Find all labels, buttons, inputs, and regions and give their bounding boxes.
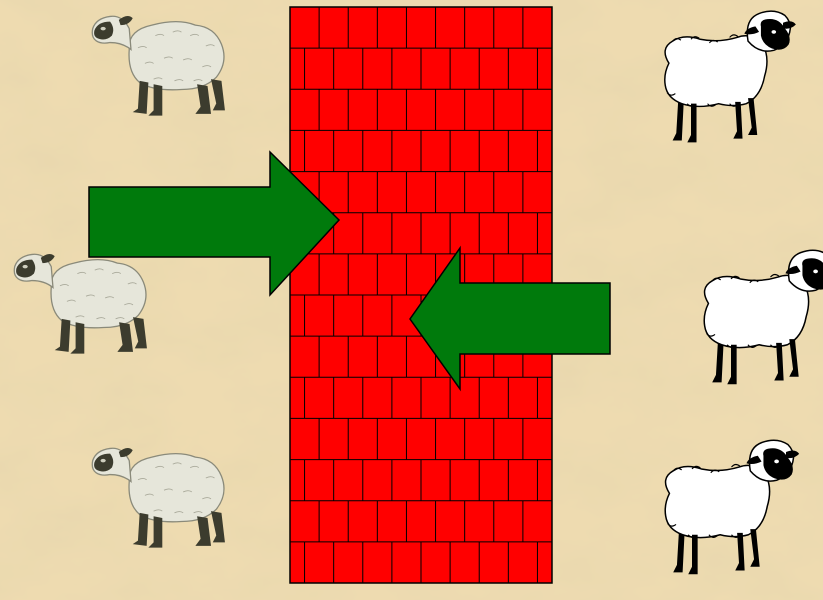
scene (0, 0, 823, 600)
